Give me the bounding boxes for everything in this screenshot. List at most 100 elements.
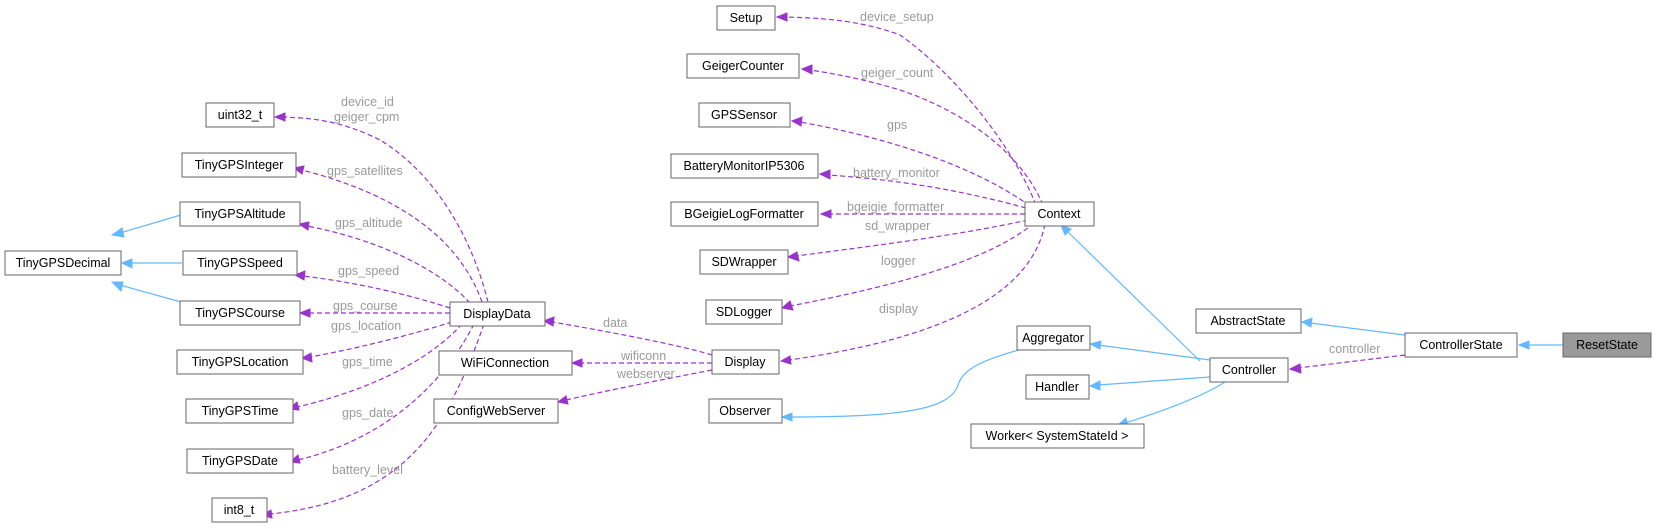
node-display[interactable]: Display <box>711 349 780 375</box>
node-tiny-gps-speed[interactable]: TinyGPSSpeed <box>182 250 298 276</box>
edge-label-gps: gps <box>887 118 907 132</box>
node-label: Context <box>1037 207 1081 221</box>
node-label: TinyGPSLocation <box>192 355 289 369</box>
node-abstract-state[interactable]: AbstractState <box>1195 308 1302 334</box>
node-label: SDWrapper <box>711 255 776 269</box>
edge-label-gps-satellites: gps_satellites <box>327 164 403 178</box>
edge-arrow <box>293 270 306 281</box>
node-setup[interactable]: Setup <box>716 5 776 31</box>
node-label: Display <box>725 355 767 369</box>
node-tiny-gps-course[interactable]: TinyGPSCourse <box>179 300 301 326</box>
node-battery-monitor-ip5306[interactable]: BatteryMonitorIP5306 <box>670 153 819 179</box>
edge-displaydata-uint32 <box>282 116 489 303</box>
node-tiny-gps-date[interactable]: TinyGPSDate <box>186 448 294 474</box>
edge-tinygpscourse-tinygpsdecimal <box>119 284 182 303</box>
nodes: Setup GeigerCounter GPSSensor BatteryMon… <box>4 5 1652 523</box>
node-geiger-counter[interactable]: GeigerCounter <box>686 53 800 79</box>
node-observer[interactable]: Observer <box>708 398 783 424</box>
node-sd-logger[interactable]: SDLogger <box>705 299 783 325</box>
node-tiny-gps-decimal[interactable]: TinyGPSDecimal <box>4 250 122 276</box>
node-label: DisplayData <box>463 307 530 321</box>
node-wifi-connection[interactable]: WiFiConnection <box>438 350 573 376</box>
node-display-data[interactable]: DisplayData <box>449 301 546 327</box>
edge-arrow <box>297 221 310 231</box>
edge-controllerstate-abstractstate <box>1309 322 1406 336</box>
edge-arrow <box>800 64 813 75</box>
node-label: GeigerCounter <box>702 59 784 73</box>
edge-arrow <box>542 316 555 327</box>
edge-arrow <box>818 169 831 180</box>
edge-display-configwebserver <box>565 369 713 401</box>
edge-context-setup <box>784 16 1037 206</box>
edge-label-gps-location: gps_location <box>331 319 401 333</box>
edge-arrow <box>1088 340 1102 350</box>
edge-arrow <box>1060 224 1072 236</box>
node-tiny-gps-location[interactable]: TinyGPSLocation <box>176 349 304 375</box>
node-sd-wrapper[interactable]: SDWrapper <box>699 249 789 275</box>
node-label: Observer <box>719 404 770 418</box>
edge-arrow <box>110 281 124 292</box>
node-label: Controller <box>1222 363 1276 377</box>
node-label: TinyGPSSpeed <box>197 256 283 270</box>
edge-arrow <box>1288 363 1302 374</box>
node-tiny-gps-time[interactable]: TinyGPSTime <box>185 398 294 424</box>
node-int8-t[interactable]: int8_t <box>211 497 268 523</box>
edge-controller-worker <box>1124 381 1226 424</box>
edge-context-sdwrapper <box>795 219 1029 257</box>
edge-label-device-id: device_id <box>341 95 394 109</box>
node-tiny-gps-altitude[interactable]: TinyGPSAltitude <box>179 201 301 227</box>
edge-controller-context <box>1066 230 1201 362</box>
node-context[interactable]: Context <box>1024 201 1095 227</box>
edge-label-sd-wrapper: sd_wrapper <box>865 219 930 233</box>
edge-arrow <box>120 258 133 269</box>
edge-label-display: display <box>879 302 919 316</box>
node-label: TinyGPSAltitude <box>194 207 285 221</box>
edge-context-geigercounter <box>809 69 1044 206</box>
node-label: TinyGPSDecimal <box>16 256 111 270</box>
edge-arrow <box>273 112 286 122</box>
edge-context-gpssensor <box>799 121 1031 207</box>
edge-aggregator-observer <box>789 349 1020 418</box>
node-label: AbstractState <box>1210 314 1285 328</box>
edge-label-gps-course: gps_course <box>333 299 398 313</box>
edge-label-controller: controller <box>1329 342 1380 356</box>
edge-label-webserver: webserver <box>616 367 675 381</box>
edge-label-gps-altitude: gps_altitude <box>335 216 402 230</box>
node-tiny-gps-integer[interactable]: TinyGPSInteger <box>181 152 297 178</box>
node-label: GPSSensor <box>711 108 777 122</box>
edge-arrow <box>780 412 793 422</box>
edge-labels: device_setup geiger_count gps battery_mo… <box>327 10 1380 477</box>
node-handler[interactable]: Handler <box>1025 374 1090 400</box>
node-uint32-t[interactable]: uint32_t <box>205 102 275 128</box>
node-aggregator[interactable]: Aggregator <box>1016 325 1091 351</box>
node-controller-state[interactable]: ControllerState <box>1404 332 1518 358</box>
edge-displaydata-tinygpslocation <box>309 321 453 358</box>
edge-label-wificonn: wificonn <box>620 349 666 363</box>
edge-context-sdlogger <box>789 222 1035 307</box>
edge-arrow <box>110 227 125 238</box>
node-gps-sensor[interactable]: GPSSensor <box>698 102 791 128</box>
node-label: uint32_t <box>218 108 263 122</box>
edge-label-device-setup: device_setup <box>860 10 934 24</box>
edge-controller-aggregator <box>1097 344 1211 361</box>
node-bgeigie-log-formatter[interactable]: BGeigieLogFormatter <box>670 201 819 227</box>
node-label: TinyGPSDate <box>202 454 278 468</box>
edge-displaydata-tinygpsspeed <box>302 275 451 309</box>
edge-arrow <box>1088 380 1101 391</box>
node-config-web-server[interactable]: ConfigWebServer <box>433 398 559 424</box>
edge-controller-context-ref <box>1297 354 1406 369</box>
node-label: ConfigWebServer <box>447 404 545 418</box>
edge-arrow <box>786 251 800 262</box>
node-worker[interactable]: Worker< SystemStateId > <box>970 423 1145 449</box>
node-controller[interactable]: Controller <box>1209 357 1289 383</box>
edge-context-display <box>788 223 1046 361</box>
node-label: Handler <box>1035 380 1079 394</box>
edge-arrow <box>1517 340 1530 350</box>
edge-arrow <box>556 395 569 405</box>
node-label: WiFiConnection <box>461 356 549 370</box>
node-reset-state[interactable]: ResetState <box>1562 332 1652 358</box>
edge-arrow <box>779 355 792 365</box>
edge-label-gps-speed: gps_speed <box>338 264 399 278</box>
node-label: ControllerState <box>1419 338 1502 352</box>
node-label: Aggregator <box>1022 331 1084 345</box>
